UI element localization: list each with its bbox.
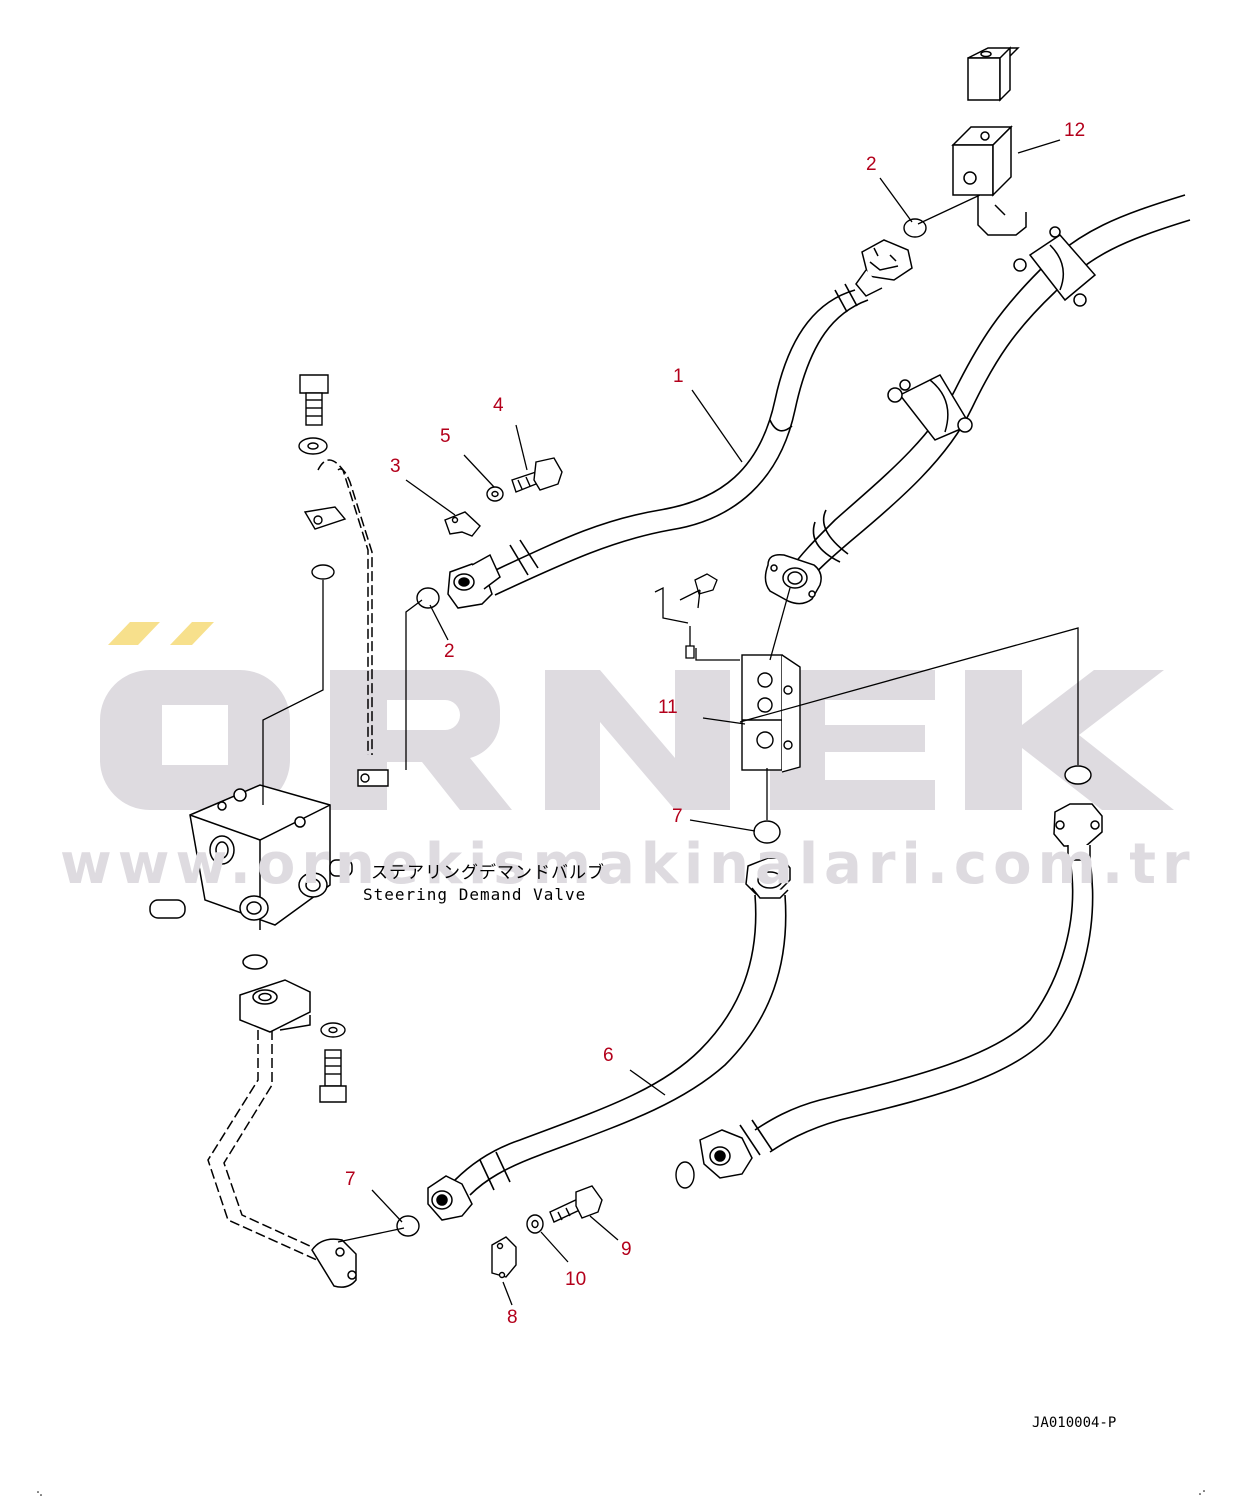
bolt-4 [511,457,563,493]
component-label-english: Steering Demand Valve [363,885,587,904]
callout-5: 5 [440,426,451,447]
left-tube-lower [207,1030,335,1266]
callout-7-upper: 7 [672,806,683,827]
callout-12: 12 [1064,120,1086,141]
corner-marks [37,1490,1205,1496]
watermark-logo [100,622,1174,810]
bolt-9 [549,1185,603,1223]
elbow-fitting-lower-left [311,1238,357,1288]
split-flange-3 [444,511,481,537]
o-ring-2-left [416,587,440,609]
callout-3: 3 [390,456,401,477]
callout-1: 1 [673,366,684,387]
hose-right-top-fitting [1053,803,1103,861]
bolt-upper-left [299,374,329,426]
component-label-japanese: ステアリングデマンドバルブ [371,863,605,883]
hose-6 [454,894,787,1196]
washer-10 [526,1214,544,1234]
o-ring-right-hose [675,1161,695,1189]
steering-demand-valve [149,784,353,930]
pipe-flange-lower [764,553,822,605]
hose-6-top-fitting [745,857,791,899]
steering-pipe [789,194,1191,586]
sensor-wire [654,573,718,659]
callout-11: 11 [658,697,678,718]
callout-4: 4 [493,395,504,416]
split-flange-8 [491,1236,517,1279]
o-ring-7-upper [753,820,781,844]
bolt-lower-left [319,1022,347,1103]
drawing-code: JA010004-P [1032,1415,1117,1431]
callout-9: 9 [621,1239,632,1260]
pipe-clamp-lower [887,374,973,441]
hose-6-bottom-fitting [427,1175,473,1221]
callout-6: 6 [603,1045,614,1066]
leader-lines [262,139,1079,1306]
o-ring-left-tube [311,564,335,580]
left-tube-clamp [303,506,389,787]
left-tube-upper [317,459,373,755]
hose-1 [484,283,869,596]
callout-10: 10 [565,1269,587,1290]
pipe-clamp-upper [1013,226,1097,307]
left-lower-flange [239,954,311,1033]
callout-2-left: 2 [444,641,455,662]
hose-right [739,859,1094,1156]
washer-5 [486,486,504,502]
watermark-url: www.ornekismakinalari.com.tr [60,832,1196,897]
o-ring-7-lower [396,1215,420,1237]
washer-upper-left [298,437,328,455]
callout-7-lower: 7 [345,1169,356,1190]
callout-2-right: 2 [866,154,877,175]
hose-right-bottom-fitting [699,1129,753,1179]
callout-8: 8 [507,1307,518,1328]
block-12 [951,46,1027,236]
hose-1-flange-fitting [447,553,501,609]
hose-1-top-fitting [855,239,913,297]
o-ring-right-top [1064,765,1092,785]
